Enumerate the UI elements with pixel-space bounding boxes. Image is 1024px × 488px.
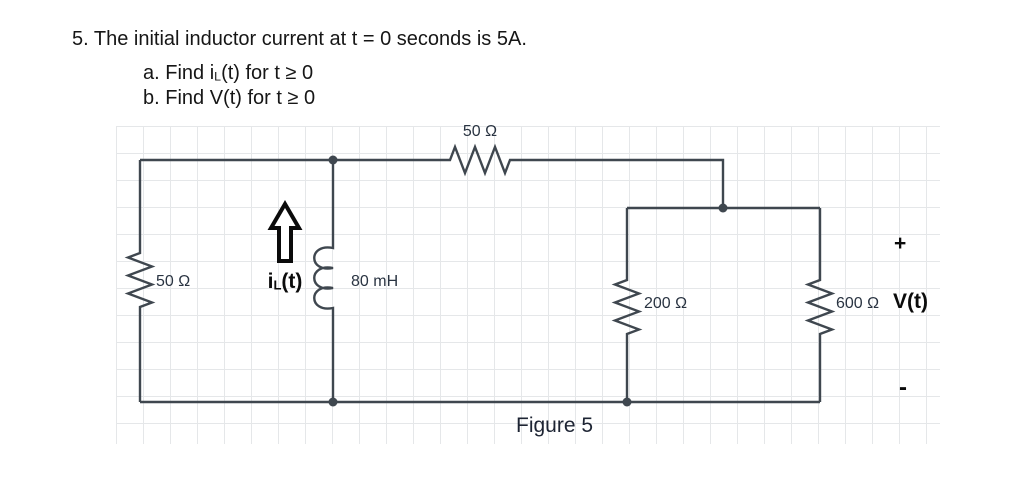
item-a-suffix: (t) for t ≥ 0 bbox=[221, 62, 314, 84]
voltage-label: V(t) bbox=[893, 290, 928, 313]
right-resistor-label: 600 Ω bbox=[836, 295, 880, 312]
problem-item-a: a. Find iL(t) for t ≥ 0 bbox=[143, 61, 313, 88]
problem-item-b: b. Find V(t) for t ≥ 0 bbox=[143, 87, 316, 109]
left-resistor-label: 50 Ω bbox=[156, 273, 191, 290]
mid-resistor-label: 200 Ω bbox=[644, 295, 688, 312]
problem-title: 5. The initial inductor current at t = 0… bbox=[72, 28, 527, 50]
item-a-prefix: a. Find i bbox=[143, 62, 215, 84]
top-resistor-label: 50 Ω bbox=[462, 123, 498, 140]
voltage-plus-sign: + bbox=[894, 232, 907, 255]
current-prefix: i bbox=[267, 270, 274, 293]
inductor-label: 80 mH bbox=[351, 273, 399, 290]
item-a-subscript: L bbox=[214, 69, 222, 84]
figure-caption: Figure 5 bbox=[516, 414, 594, 437]
current-subscript: L bbox=[273, 277, 282, 293]
voltage-minus-sign: - bbox=[899, 374, 907, 401]
grid-paper bbox=[116, 126, 940, 444]
inductor-current-label: iL(t) bbox=[255, 270, 315, 294]
current-suffix: (t) bbox=[281, 270, 303, 293]
